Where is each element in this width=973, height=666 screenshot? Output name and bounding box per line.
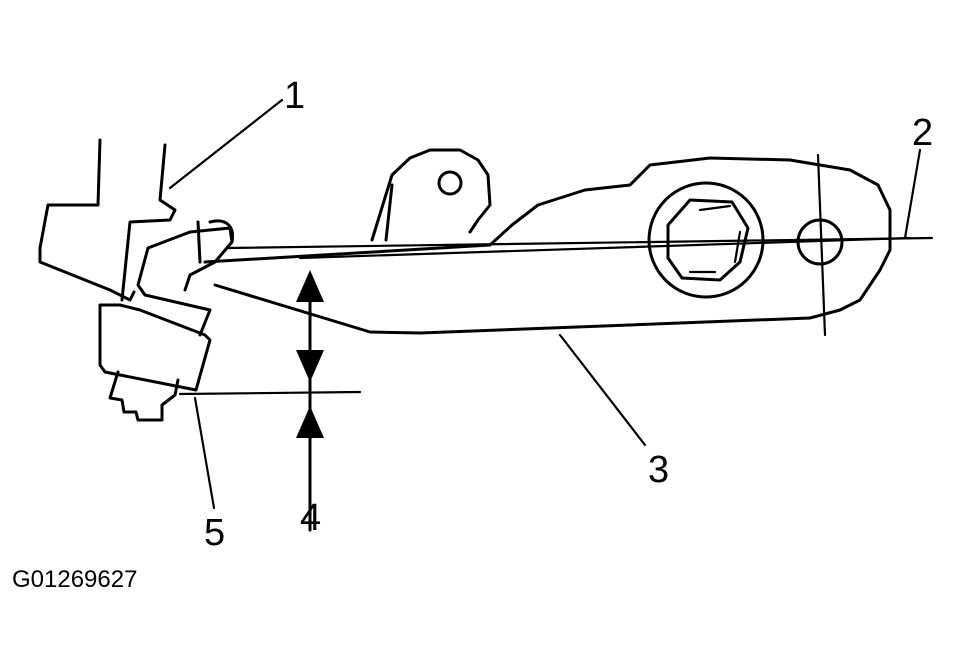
leader-5 (193, 396, 216, 510)
callout-4: 4 (300, 497, 321, 539)
sensor-baseline (178, 390, 362, 396)
arrow-up-top (296, 270, 324, 302)
leader-2 (903, 148, 922, 240)
callout-1: 1 (284, 75, 305, 117)
figure-id-label: G01269627 (12, 566, 138, 593)
callout-3: 3 (648, 449, 669, 491)
callout-2: 2 (912, 112, 933, 154)
arrow-down-middle (296, 350, 324, 382)
lever-arm (203, 148, 892, 335)
reference-lines (178, 153, 934, 396)
arm-centerline (298, 236, 912, 260)
mounting-bracket (38, 138, 177, 302)
sensor-assembly (98, 219, 235, 422)
callout-5: 5 (204, 512, 225, 554)
leader-1 (168, 98, 284, 190)
leader-lines (168, 98, 922, 510)
leader-3 (558, 333, 647, 447)
dimension-arrows (296, 270, 324, 532)
centerline-2 (226, 236, 934, 250)
callout-labels: 1 2 3 4 5 (204, 75, 933, 554)
pivot-vertical-line (816, 153, 827, 337)
arrow-up-bottom (296, 406, 324, 438)
